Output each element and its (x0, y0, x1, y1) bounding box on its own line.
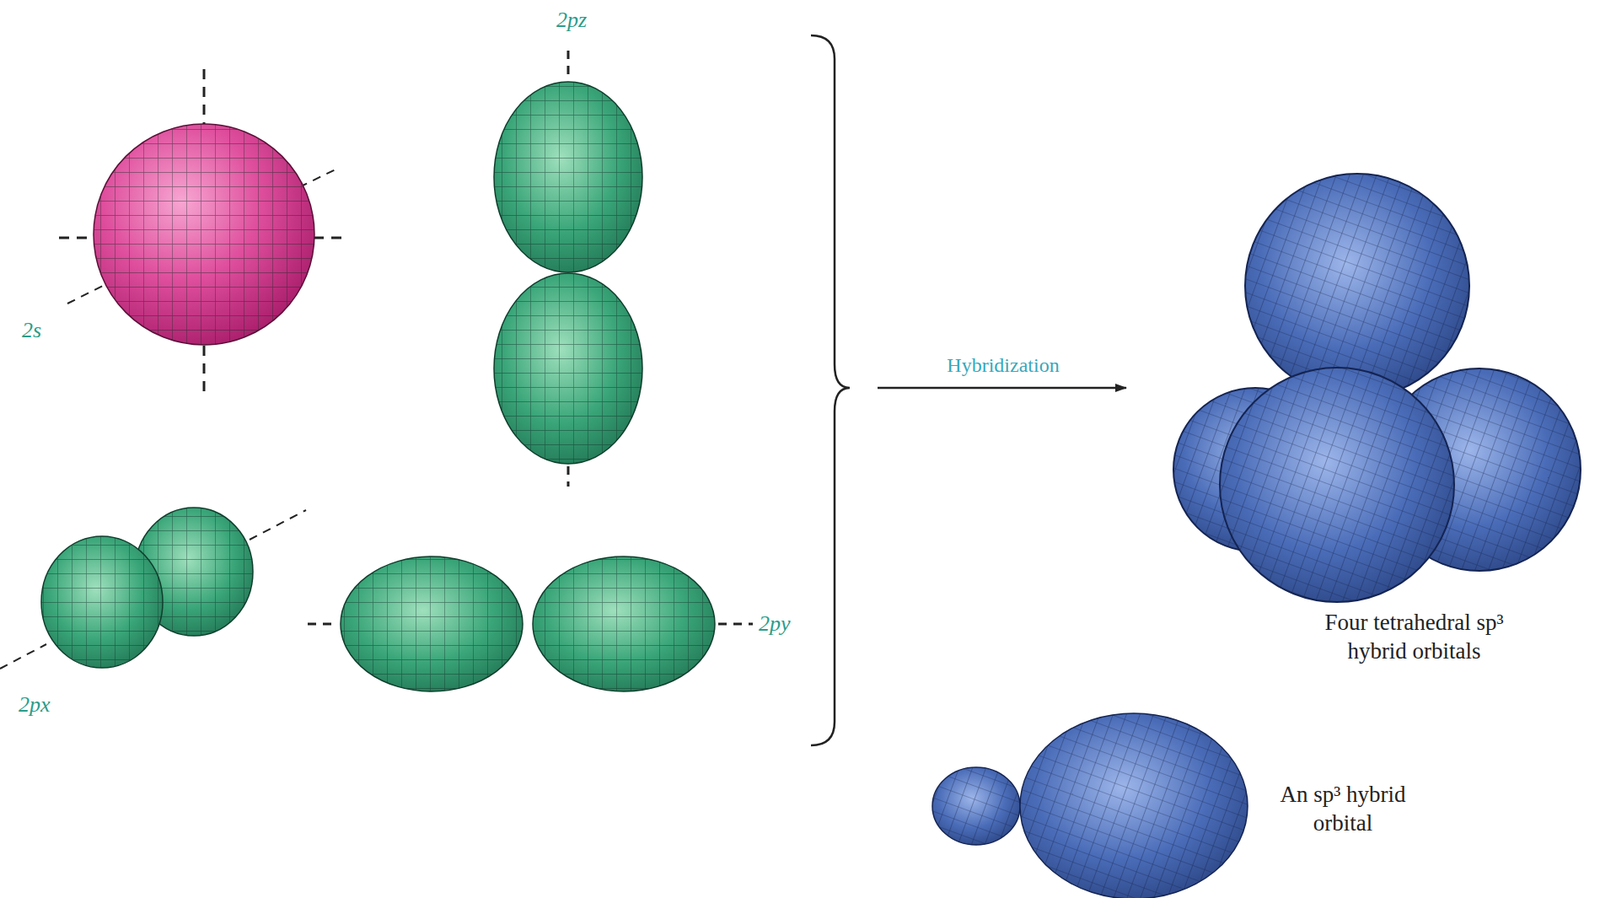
orbital-label: 2pz (556, 6, 587, 35)
axis-line (718, 622, 753, 626)
grouping-bracket (810, 35, 850, 746)
caption-text: Four tetrahedral sp³ hybrid orbitals (1298, 608, 1531, 666)
p-lobe (41, 536, 163, 668)
axis-line (203, 345, 206, 398)
p-lobe (532, 556, 715, 692)
lobe-grid (1219, 367, 1455, 602)
caption-text: An sp³ hybrid orbital (1254, 780, 1432, 838)
hybrid-lobe (1245, 173, 1470, 398)
tetrahedral-orbitals (1173, 173, 1581, 602)
axis-line (567, 50, 570, 81)
axis-line (0, 644, 47, 669)
small-lobe (932, 767, 1021, 845)
lobe-grid (932, 767, 1021, 845)
hybrid-lobe (1219, 367, 1455, 602)
axis-line (567, 466, 570, 487)
axis-line (59, 236, 95, 240)
py-orbital (307, 556, 753, 692)
reaction-arrow (877, 386, 1127, 390)
pz-orbital (493, 50, 643, 487)
axis-line (249, 510, 307, 540)
large-lobe (1020, 713, 1248, 898)
orbital-label: 2px (18, 691, 51, 720)
axis-line (299, 168, 338, 188)
sphere-grid (93, 123, 315, 345)
arrow-label: Hybridization (893, 352, 1113, 378)
s-sphere (93, 123, 315, 345)
axis-line (313, 236, 348, 240)
axis-line (203, 69, 206, 127)
p-lobe (340, 556, 523, 692)
lobe-grid (493, 81, 643, 273)
lobe-grid (1245, 173, 1470, 398)
orbital-label: 2py (758, 610, 791, 639)
orbital-label: 2s (21, 316, 42, 345)
p-lobe (493, 273, 643, 464)
lobe-grid (1020, 713, 1248, 898)
px-orbital (0, 507, 307, 669)
lobe-grid (41, 536, 163, 668)
lobe-grid (532, 556, 715, 692)
axis-line (307, 622, 338, 626)
single-hybrid-orbital (932, 713, 1248, 898)
p-lobe (493, 81, 643, 273)
s-orbital (59, 69, 348, 398)
lobe-grid (493, 273, 643, 464)
lobe-grid (340, 556, 523, 692)
